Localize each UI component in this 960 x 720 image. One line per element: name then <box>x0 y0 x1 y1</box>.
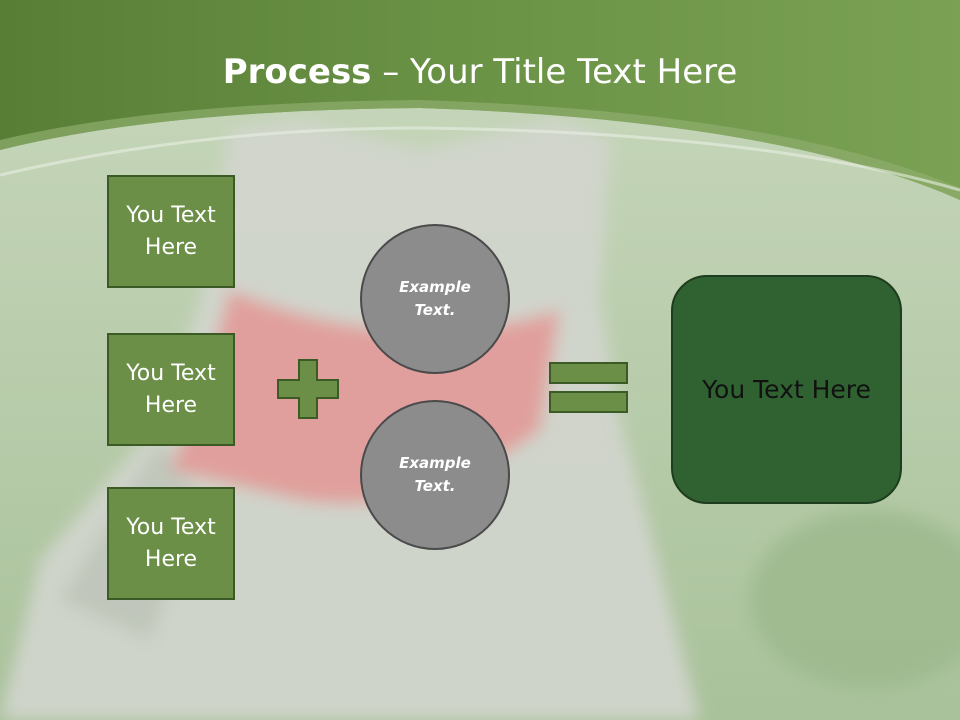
left-box-1: You Text Here <box>107 175 235 288</box>
example-circle-1: Example Text. <box>360 224 510 374</box>
left-box-2: You Text Here <box>107 333 235 446</box>
title-bold: Process <box>222 52 372 92</box>
left-box-3: You Text Here <box>107 487 235 600</box>
result-box: You Text Here <box>671 275 902 504</box>
title-rest: – Your Title Text Here <box>371 52 738 92</box>
plus-icon <box>277 359 339 419</box>
slide-title: Process – Your Title Text Here <box>0 52 960 92</box>
example-circle-2: Example Text. <box>360 400 510 550</box>
equals-icon <box>549 362 628 413</box>
